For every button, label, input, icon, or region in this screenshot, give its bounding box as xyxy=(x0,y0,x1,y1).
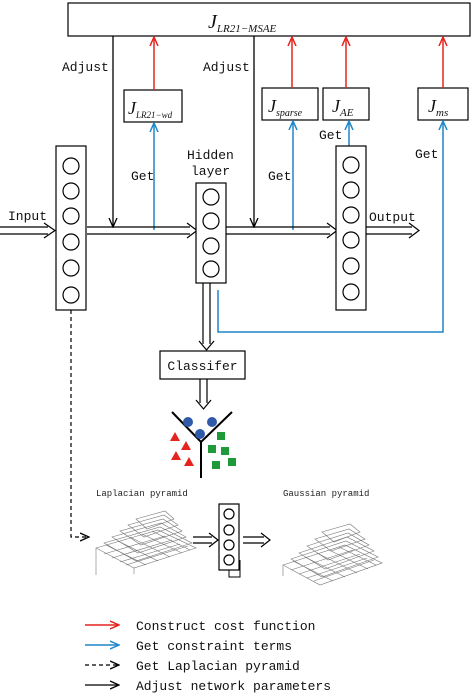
red-triangle xyxy=(184,457,194,466)
classification-result xyxy=(170,411,236,478)
input-neuron xyxy=(62,182,80,200)
output-label: Output xyxy=(369,210,416,225)
laplacian-pyramid-image xyxy=(95,510,197,575)
output-neuron xyxy=(342,156,360,174)
input-neurons xyxy=(62,157,80,304)
total-cost-label: JLR21−MSAE xyxy=(208,11,277,35)
green-square xyxy=(228,458,236,466)
ms-cost-box xyxy=(417,87,469,121)
get-label-2: Get xyxy=(268,169,291,184)
hidden-neuron xyxy=(202,188,220,206)
input-neuron xyxy=(62,286,80,304)
classifier-box xyxy=(159,350,246,380)
hidden-neuron xyxy=(202,260,220,278)
laplacian-dashed-arrow xyxy=(70,310,88,537)
legend-construct-cost: Construct cost function xyxy=(136,619,315,634)
sparse-cost-box xyxy=(261,87,319,121)
input-neuron xyxy=(62,259,80,277)
small-neuron xyxy=(223,554,235,566)
hidden-neuron xyxy=(202,237,220,255)
output-neuron xyxy=(342,283,360,301)
green-square xyxy=(221,447,229,455)
hidden-to-classifier-arrow xyxy=(198,283,215,351)
hidden-to-output-arrow xyxy=(226,222,338,239)
legend-adjust-network: Adjust network parameters xyxy=(136,679,331,694)
output-neuron xyxy=(342,231,360,249)
output-neurons xyxy=(342,156,360,301)
wd-cost-box xyxy=(123,89,183,123)
small-network-neurons xyxy=(223,508,235,566)
input-label: Input xyxy=(8,209,47,224)
green-square xyxy=(212,461,220,469)
adjust-label-left: Adjust xyxy=(62,60,109,75)
input-to-hidden-arrow xyxy=(87,222,198,239)
total-cost-box xyxy=(67,2,471,37)
red-triangle xyxy=(170,432,180,441)
blue-point xyxy=(195,429,205,439)
legend: Construct cost function Get constraint t… xyxy=(85,619,331,694)
green-square xyxy=(217,432,225,440)
red-triangle xyxy=(181,441,191,450)
input-neuron xyxy=(62,157,80,175)
get-label-4: Get xyxy=(415,147,438,162)
blue-path-ms xyxy=(217,122,443,333)
input-neuron xyxy=(62,233,80,251)
small-network-loop xyxy=(228,560,241,578)
output-neuron xyxy=(342,206,360,224)
get-label-3: Get xyxy=(319,128,342,143)
get-label-1: Get xyxy=(131,169,154,184)
blue-point xyxy=(183,417,193,427)
small-neuron xyxy=(223,539,235,551)
hidden-layer-label-1: Hidden xyxy=(187,148,234,163)
green-square xyxy=(208,445,216,453)
legend-get-laplacian: Get Laplacian pyramid xyxy=(136,659,300,674)
classifier-to-result-arrow xyxy=(195,379,212,410)
blue-point xyxy=(207,417,217,427)
gaussian-pyramid-label: Gaussian pyramid xyxy=(283,489,369,499)
laplacian-pyramid-label: Laplacian pyramid xyxy=(96,489,188,499)
output-arrow xyxy=(366,222,420,239)
classifier-label: Classifer xyxy=(167,359,237,374)
hidden-neurons xyxy=(202,188,220,278)
red-triangle xyxy=(171,451,181,460)
wd-cost-label: JLR21−wd xyxy=(128,98,173,120)
gaussian-pyramid-image xyxy=(282,523,383,586)
laplacian-to-network-arrow xyxy=(193,532,219,548)
ms-cost-label: Jms xyxy=(428,96,448,119)
input-neuron xyxy=(62,207,80,225)
output-neuron xyxy=(342,181,360,199)
legend-get-constraint: Get constraint terms xyxy=(136,639,292,654)
ae-cost-label: JAE xyxy=(332,96,354,119)
input-arrow xyxy=(0,222,57,239)
output-neuron xyxy=(342,257,360,275)
hidden-layer-label-2: layer xyxy=(191,164,230,179)
adjust-label-mid: Adjust xyxy=(203,60,250,75)
sparse-cost-label: Jsparse xyxy=(268,96,303,119)
network-to-gaussian-arrow xyxy=(243,532,271,548)
small-neuron xyxy=(223,524,235,536)
hidden-neuron xyxy=(202,212,220,230)
small-neuron xyxy=(223,508,235,520)
